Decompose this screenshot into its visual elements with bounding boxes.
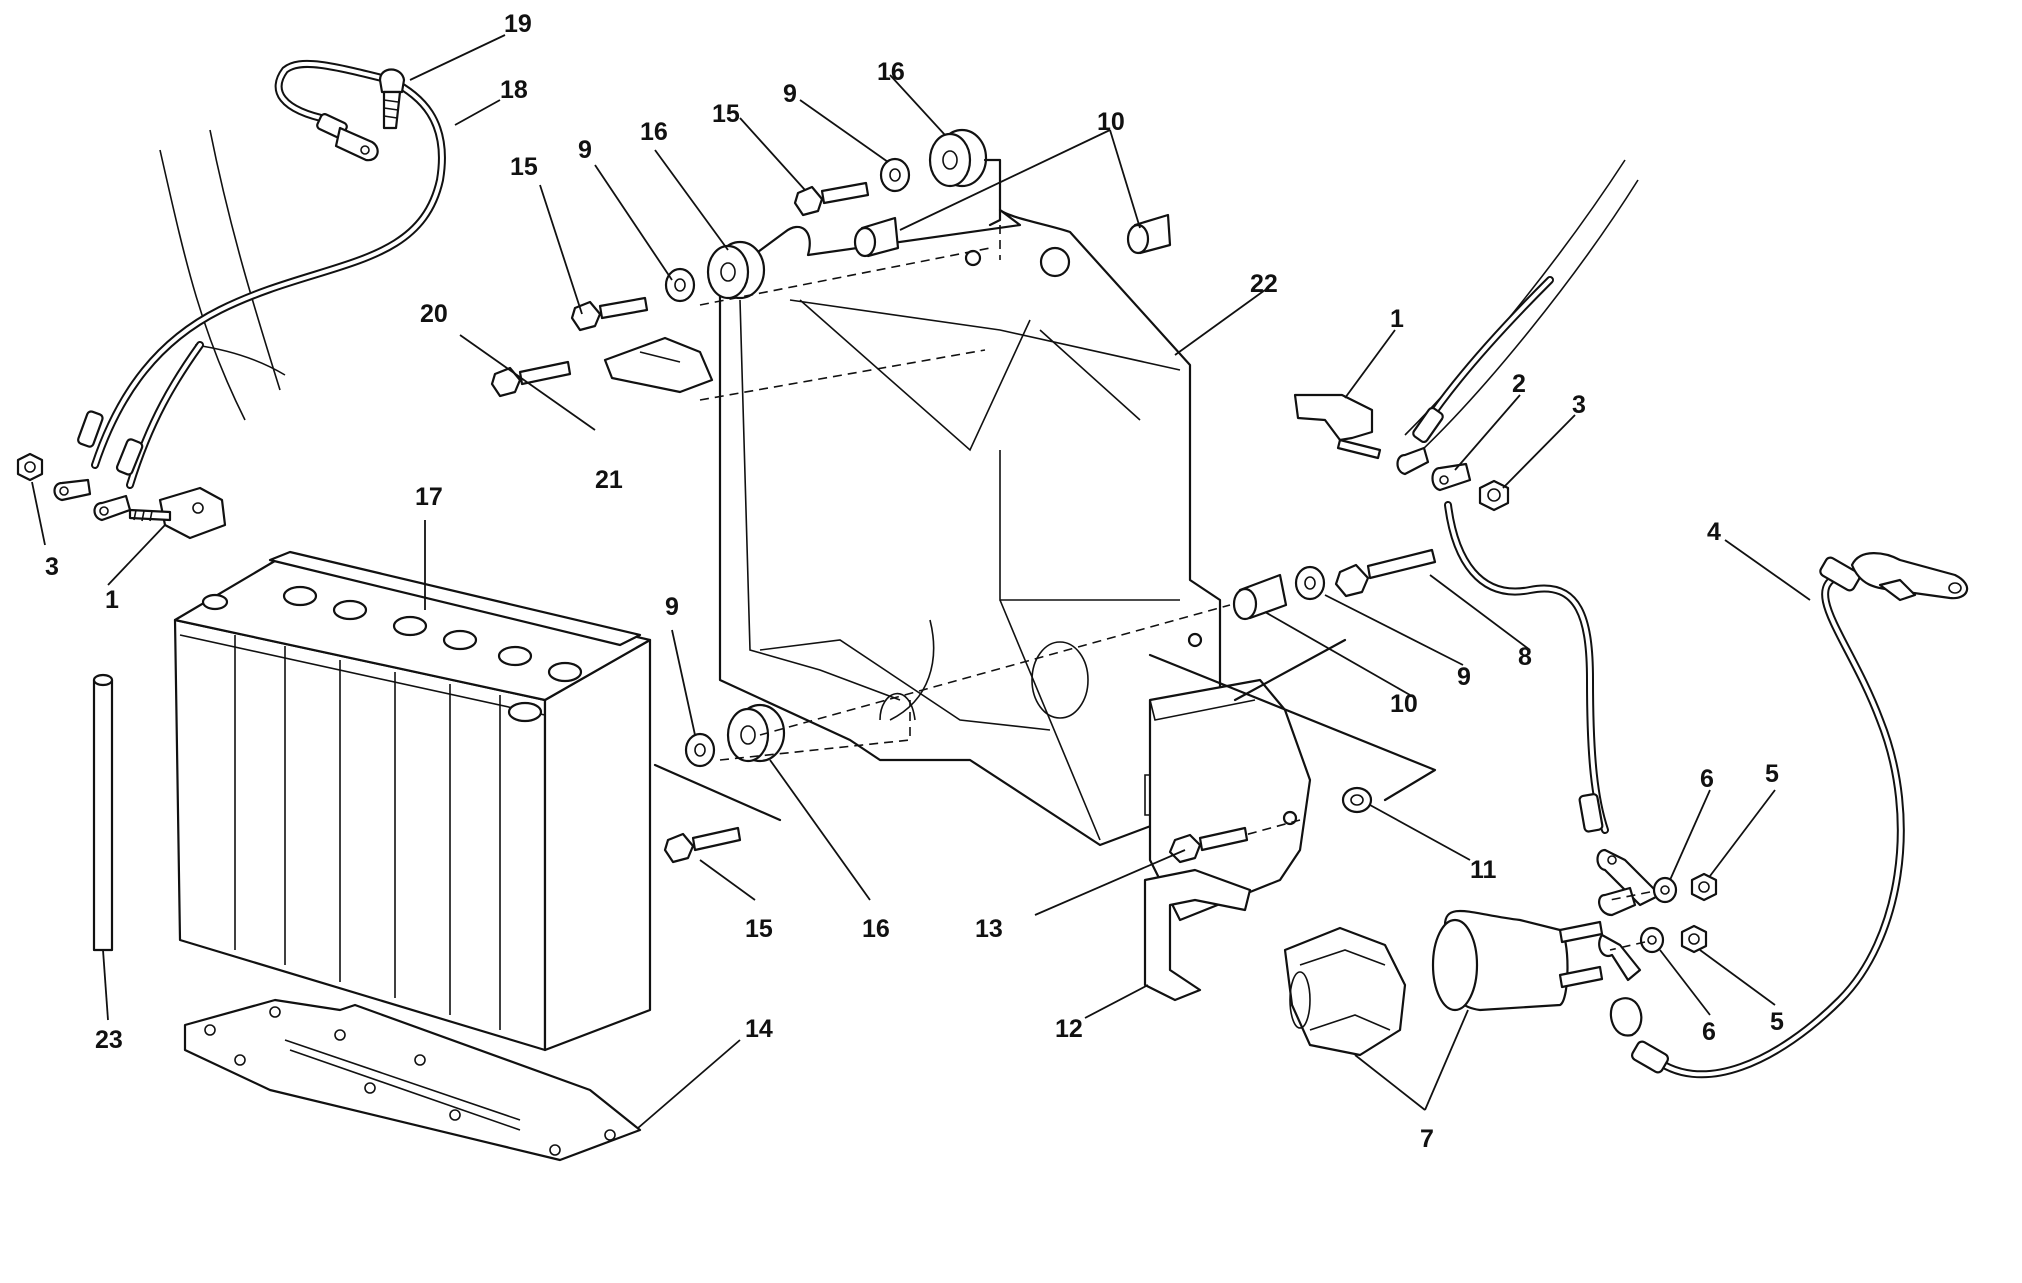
grommet-16-upper-left — [706, 240, 766, 300]
label-11: 11 — [1470, 856, 1497, 884]
label-5-upper: 5 — [1765, 760, 1779, 788]
assembly-lines — [653, 158, 1651, 951]
terminal-cover-1-right — [1293, 393, 1382, 460]
bolt-13 — [1168, 826, 1249, 864]
grommet-16-upper-right — [928, 128, 988, 188]
label-10-right: 10 — [1390, 690, 1418, 718]
starter-relay — [1431, 909, 1604, 1012]
label-6-lower: 6 — [1702, 1018, 1716, 1046]
nut-5-upper — [1690, 872, 1718, 902]
label-20: 20 — [420, 300, 448, 328]
label-16-upper-right: 16 — [877, 58, 905, 86]
bolt-15-upper-left — [570, 296, 649, 332]
label-5-lower: 5 — [1770, 1008, 1784, 1036]
label-9-upper-right: 9 — [783, 80, 797, 108]
label-1-right: 1 — [1390, 305, 1404, 333]
label-15-upper-left: 15 — [510, 153, 538, 181]
spacer-10-upper-left — [853, 216, 900, 258]
bolt-15-lower — [663, 826, 742, 864]
label-3-right: 3 — [1572, 391, 1586, 419]
label-19: 19 — [504, 10, 532, 38]
label-4: 4 — [1707, 518, 1721, 546]
label-6-upper: 6 — [1700, 765, 1714, 793]
relay-terminal-lower — [1598, 933, 1643, 1037]
label-9-upper-left: 9 — [578, 136, 592, 164]
spacer-10-right — [1232, 573, 1288, 621]
relay-terminal-upper — [1596, 848, 1662, 917]
grommet-16-lower — [726, 703, 786, 763]
spacer-10-upper-right — [1126, 213, 1172, 255]
spacer-11 — [1341, 786, 1373, 814]
relay-feed-cable — [1444, 501, 1609, 834]
washer-9-upper-left — [664, 267, 696, 303]
label-18: 18 — [500, 76, 528, 104]
label-2: 2 — [1512, 370, 1526, 398]
label-9-right: 9 — [1457, 663, 1471, 691]
label-7: 7 — [1420, 1125, 1434, 1153]
washer-9-right — [1294, 565, 1326, 601]
label-14: 14 — [745, 1015, 773, 1043]
label-15-upper-right: 15 — [712, 100, 740, 128]
label-8: 8 — [1518, 643, 1532, 671]
cable-terminal-2 — [1396, 276, 1554, 492]
label-17: 17 — [415, 483, 443, 511]
label-15-lower: 15 — [745, 915, 773, 943]
battery-caps — [201, 585, 583, 723]
label-16-upper-left: 16 — [640, 118, 668, 146]
label-16-lower: 16 — [862, 915, 890, 943]
leader-lines — [31, 34, 1811, 1129]
frame-tube-left — [159, 129, 286, 421]
nut-3-left — [16, 452, 44, 482]
bolt-20 — [490, 360, 572, 398]
ground-cable — [77, 59, 446, 469]
nut-5-lower — [1680, 924, 1708, 954]
washer-6-upper — [1652, 876, 1678, 904]
label-23: 23 — [95, 1026, 123, 1054]
starter-cable — [1631, 552, 1969, 1079]
terminal-cover-1-left — [128, 486, 227, 540]
part-labels: 19 18 3 1 17 23 14 20 21 15 9 16 15 9 16… — [45, 10, 1784, 1153]
breather-tube — [92, 673, 114, 952]
washer-9-upper-right — [879, 157, 911, 193]
label-1-left: 1 — [105, 586, 119, 614]
label-22: 22 — [1250, 270, 1278, 298]
cable-second-strand — [115, 341, 204, 489]
bracket-21 — [603, 336, 714, 394]
label-9-lower: 9 — [665, 593, 679, 621]
relay-rubber-boot — [1283, 926, 1407, 1057]
battery — [173, 550, 652, 1052]
washer-9-lower — [684, 732, 716, 768]
left-ring-terminals — [53, 478, 132, 522]
label-13: 13 — [975, 915, 1003, 943]
bolt-8 — [1334, 548, 1437, 598]
label-21: 21 — [595, 466, 623, 494]
nut-3-right — [1478, 479, 1510, 512]
label-10-upper: 10 — [1097, 108, 1125, 136]
battery-holder — [718, 208, 1222, 847]
bolt-15-upper-right — [793, 181, 870, 217]
washer-6-lower — [1639, 926, 1665, 954]
label-12: 12 — [1055, 1015, 1083, 1043]
clip-12 — [1143, 868, 1252, 1002]
battery-rubber-pad — [183, 998, 642, 1162]
label-3-left: 3 — [45, 553, 59, 581]
bolt-19 — [378, 68, 406, 130]
